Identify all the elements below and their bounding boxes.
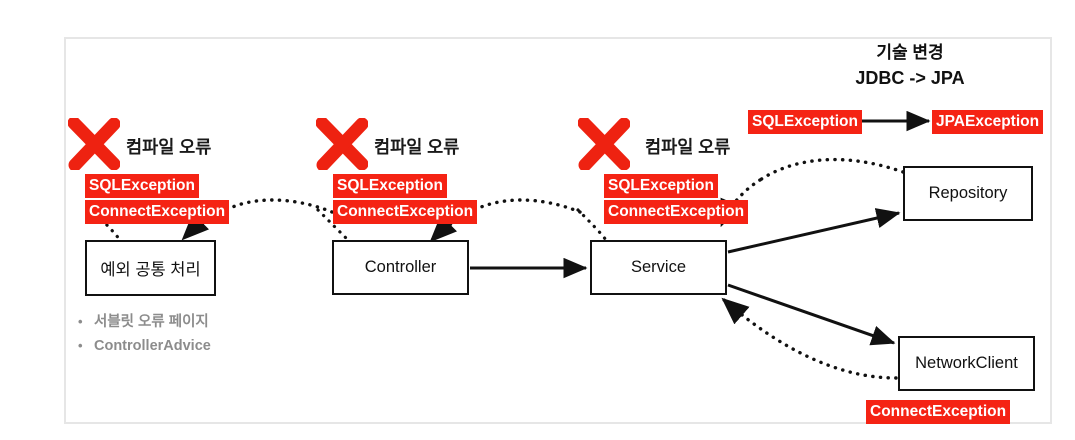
red-x-icon bbox=[315, 116, 369, 172]
exception-tag-connectexception: ConnectException bbox=[604, 200, 749, 224]
exception-tag-connectexception: ConnectException bbox=[333, 200, 478, 224]
exception-tag-connectexception: ConnectException bbox=[866, 400, 1011, 424]
exception-tag-sqlexception: SQLException bbox=[748, 110, 862, 134]
bullet-marker-icon: • bbox=[78, 338, 83, 353]
list-item: • ControllerAdvice bbox=[78, 334, 211, 358]
node-repository: Repository bbox=[903, 166, 1033, 221]
exception-tag-connectexception: ConnectException bbox=[85, 200, 230, 224]
exception-tag-jpaexception: JPAException bbox=[932, 110, 1044, 134]
node-service: Service bbox=[590, 240, 727, 295]
list-item-label: 서블릿 오류 페이지 bbox=[94, 314, 209, 330]
list-item-label: ControllerAdvice bbox=[94, 338, 211, 354]
node-exception-common-handler: 예외 공통 처리 bbox=[85, 240, 216, 296]
compile-error-label: 컴파일 오류 bbox=[645, 137, 731, 157]
exception-tag-sqlexception: SQLException bbox=[333, 174, 447, 198]
node-controller: Controller bbox=[332, 240, 469, 295]
red-x-icon bbox=[577, 116, 631, 172]
bullet-list: • 서블릿 오류 페이지 • ControllerAdvice bbox=[78, 310, 211, 358]
node-networkclient: NetworkClient bbox=[898, 336, 1035, 391]
exception-tag-sqlexception: SQLException bbox=[604, 174, 718, 198]
compile-error-label: 컴파일 오류 bbox=[374, 137, 460, 157]
tech-change-subtitle: JDBC -> JPA bbox=[855, 68, 965, 88]
compile-error-label: 컴파일 오류 bbox=[126, 137, 212, 157]
exception-tag-sqlexception: SQLException bbox=[85, 174, 199, 198]
bullet-marker-icon: • bbox=[78, 314, 83, 329]
red-x-icon bbox=[67, 116, 121, 172]
list-item: • 서블릿 오류 페이지 bbox=[78, 310, 211, 334]
tech-change-title: 기술 변경 bbox=[876, 43, 944, 62]
